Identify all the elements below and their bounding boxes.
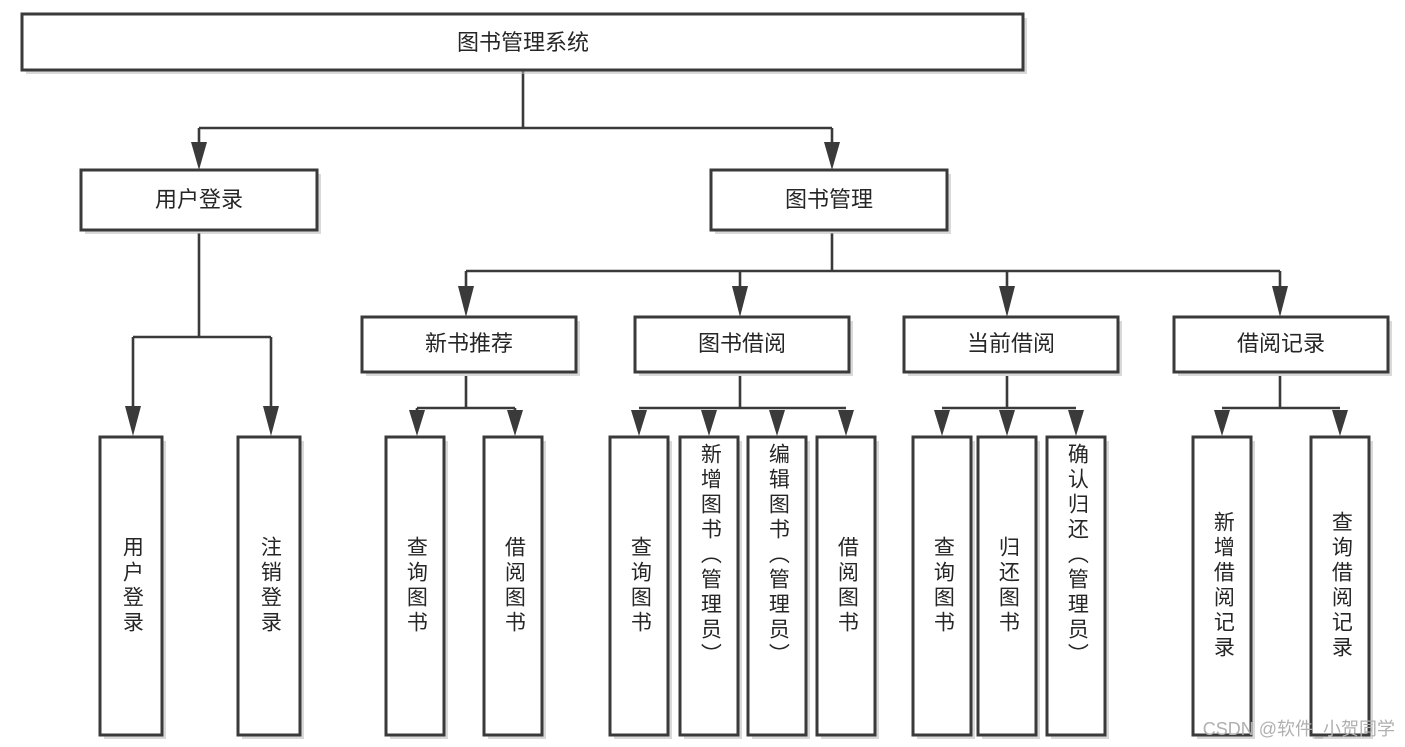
node-current-borrow-label: 当前借阅 <box>967 331 1055 356</box>
arrowhead-book-borrow <box>732 286 748 317</box>
leaf-logout-box[interactable] <box>236 435 302 737</box>
node-user-login-box[interactable] <box>79 168 319 232</box>
arrowhead-leaf-logout <box>263 406 279 436</box>
node-book-borrow-label: 图书借阅 <box>698 331 786 356</box>
arrowhead-new-book-leaf1 <box>409 410 425 436</box>
arrowhead-borrow-record-leaf1 <box>1214 410 1230 436</box>
leaf-user-login[interactable] <box>98 435 166 739</box>
node-root-label: 图书管理系统 <box>457 30 589 55</box>
arrowhead-new-book-leaf2 <box>507 410 523 436</box>
node-book-borrow[interactable]: 图书借阅 <box>633 315 853 376</box>
connector-group <box>125 71 1348 436</box>
node-root[interactable]: 图书管理系统 <box>20 12 1027 74</box>
arrowhead-leaf-user-login <box>125 406 141 436</box>
arrowhead-book-borrow-leaf4 <box>838 410 854 436</box>
leaf-user-login-box[interactable] <box>98 435 164 737</box>
arrowhead-borrow-record-leaf2 <box>1332 410 1348 436</box>
arrowhead-user-login <box>191 142 207 170</box>
arrowhead-book-borrow-leaf1 <box>631 410 647 436</box>
leaf-bb-query-book-box[interactable] <box>608 435 670 737</box>
node-book-manage[interactable]: 图书管理 <box>709 168 951 234</box>
node-book-borrow-box[interactable] <box>633 315 851 374</box>
node-new-book-recommend[interactable]: 新书推荐 <box>360 315 580 376</box>
leaf-nb-query-book[interactable] <box>384 435 448 739</box>
leaf-nb-borrow-book[interactable] <box>482 435 546 739</box>
node-current-borrow[interactable]: 当前借阅 <box>902 315 1122 376</box>
node-new-book-recommend-label: 新书推荐 <box>425 331 513 356</box>
leaf-logout[interactable] <box>236 435 304 739</box>
leaf-br-add-record[interactable] <box>1191 435 1255 739</box>
node-user-login[interactable]: 用户登录 <box>79 168 321 234</box>
leaf-cb-return-book[interactable] <box>976 435 1040 739</box>
leaf-bb-query-book[interactable] <box>608 435 672 739</box>
leaf-cb-query-book[interactable] <box>911 435 975 739</box>
leaf-cb-query-book-box[interactable] <box>911 435 973 737</box>
leaf-cb-confirm-return-box[interactable] <box>1045 435 1107 737</box>
watermark-text: CSDN @软件_小贺同学 <box>1202 719 1395 739</box>
node-borrow-record-label: 借阅记录 <box>1237 331 1325 356</box>
node-new-book-recommend-box[interactable] <box>360 315 578 374</box>
arrowhead-new-book <box>458 286 474 317</box>
leaf-cb-confirm-return[interactable] <box>1045 435 1109 739</box>
node-user-login-label: 用户登录 <box>155 187 243 212</box>
node-borrow-record[interactable]: 借阅记录 <box>1172 315 1392 376</box>
node-current-borrow-box[interactable] <box>902 315 1120 374</box>
leaf-bb-add-book-box[interactable] <box>678 435 740 737</box>
leaf-br-query-record-box[interactable] <box>1309 435 1371 737</box>
arrowhead-current-borrow-leaf1 <box>934 410 950 436</box>
leaf-bb-edit-book[interactable] <box>746 435 810 739</box>
leaf-bb-borrow-book-box[interactable] <box>815 435 877 737</box>
leaf-br-query-record[interactable] <box>1309 435 1373 739</box>
node-book-manage-label: 图书管理 <box>785 187 873 212</box>
leaf-nb-query-book-box[interactable] <box>384 435 446 737</box>
arrowhead-book-borrow-leaf3 <box>769 410 785 436</box>
arrowhead-current-borrow <box>999 286 1015 317</box>
node-book-manage-box[interactable] <box>709 168 949 232</box>
arrowhead-borrow-record <box>1272 286 1288 317</box>
leaf-nb-borrow-book-box[interactable] <box>482 435 544 737</box>
leaf-bb-borrow-book[interactable] <box>815 435 879 739</box>
arrowhead-current-borrow-leaf2 <box>999 410 1015 436</box>
leaf-cb-return-book-box[interactable] <box>976 435 1038 737</box>
node-root-box[interactable] <box>20 12 1025 72</box>
arrowhead-book-manage <box>824 142 840 170</box>
leaf-br-add-record-box[interactable] <box>1191 435 1253 737</box>
node-borrow-record-box[interactable] <box>1172 315 1390 374</box>
leaf-bb-add-book[interactable] <box>678 435 742 739</box>
leaf-bb-edit-book-box[interactable] <box>746 435 808 737</box>
arrowhead-current-borrow-leaf3 <box>1068 410 1084 436</box>
arrowhead-book-borrow-leaf2 <box>701 410 717 436</box>
